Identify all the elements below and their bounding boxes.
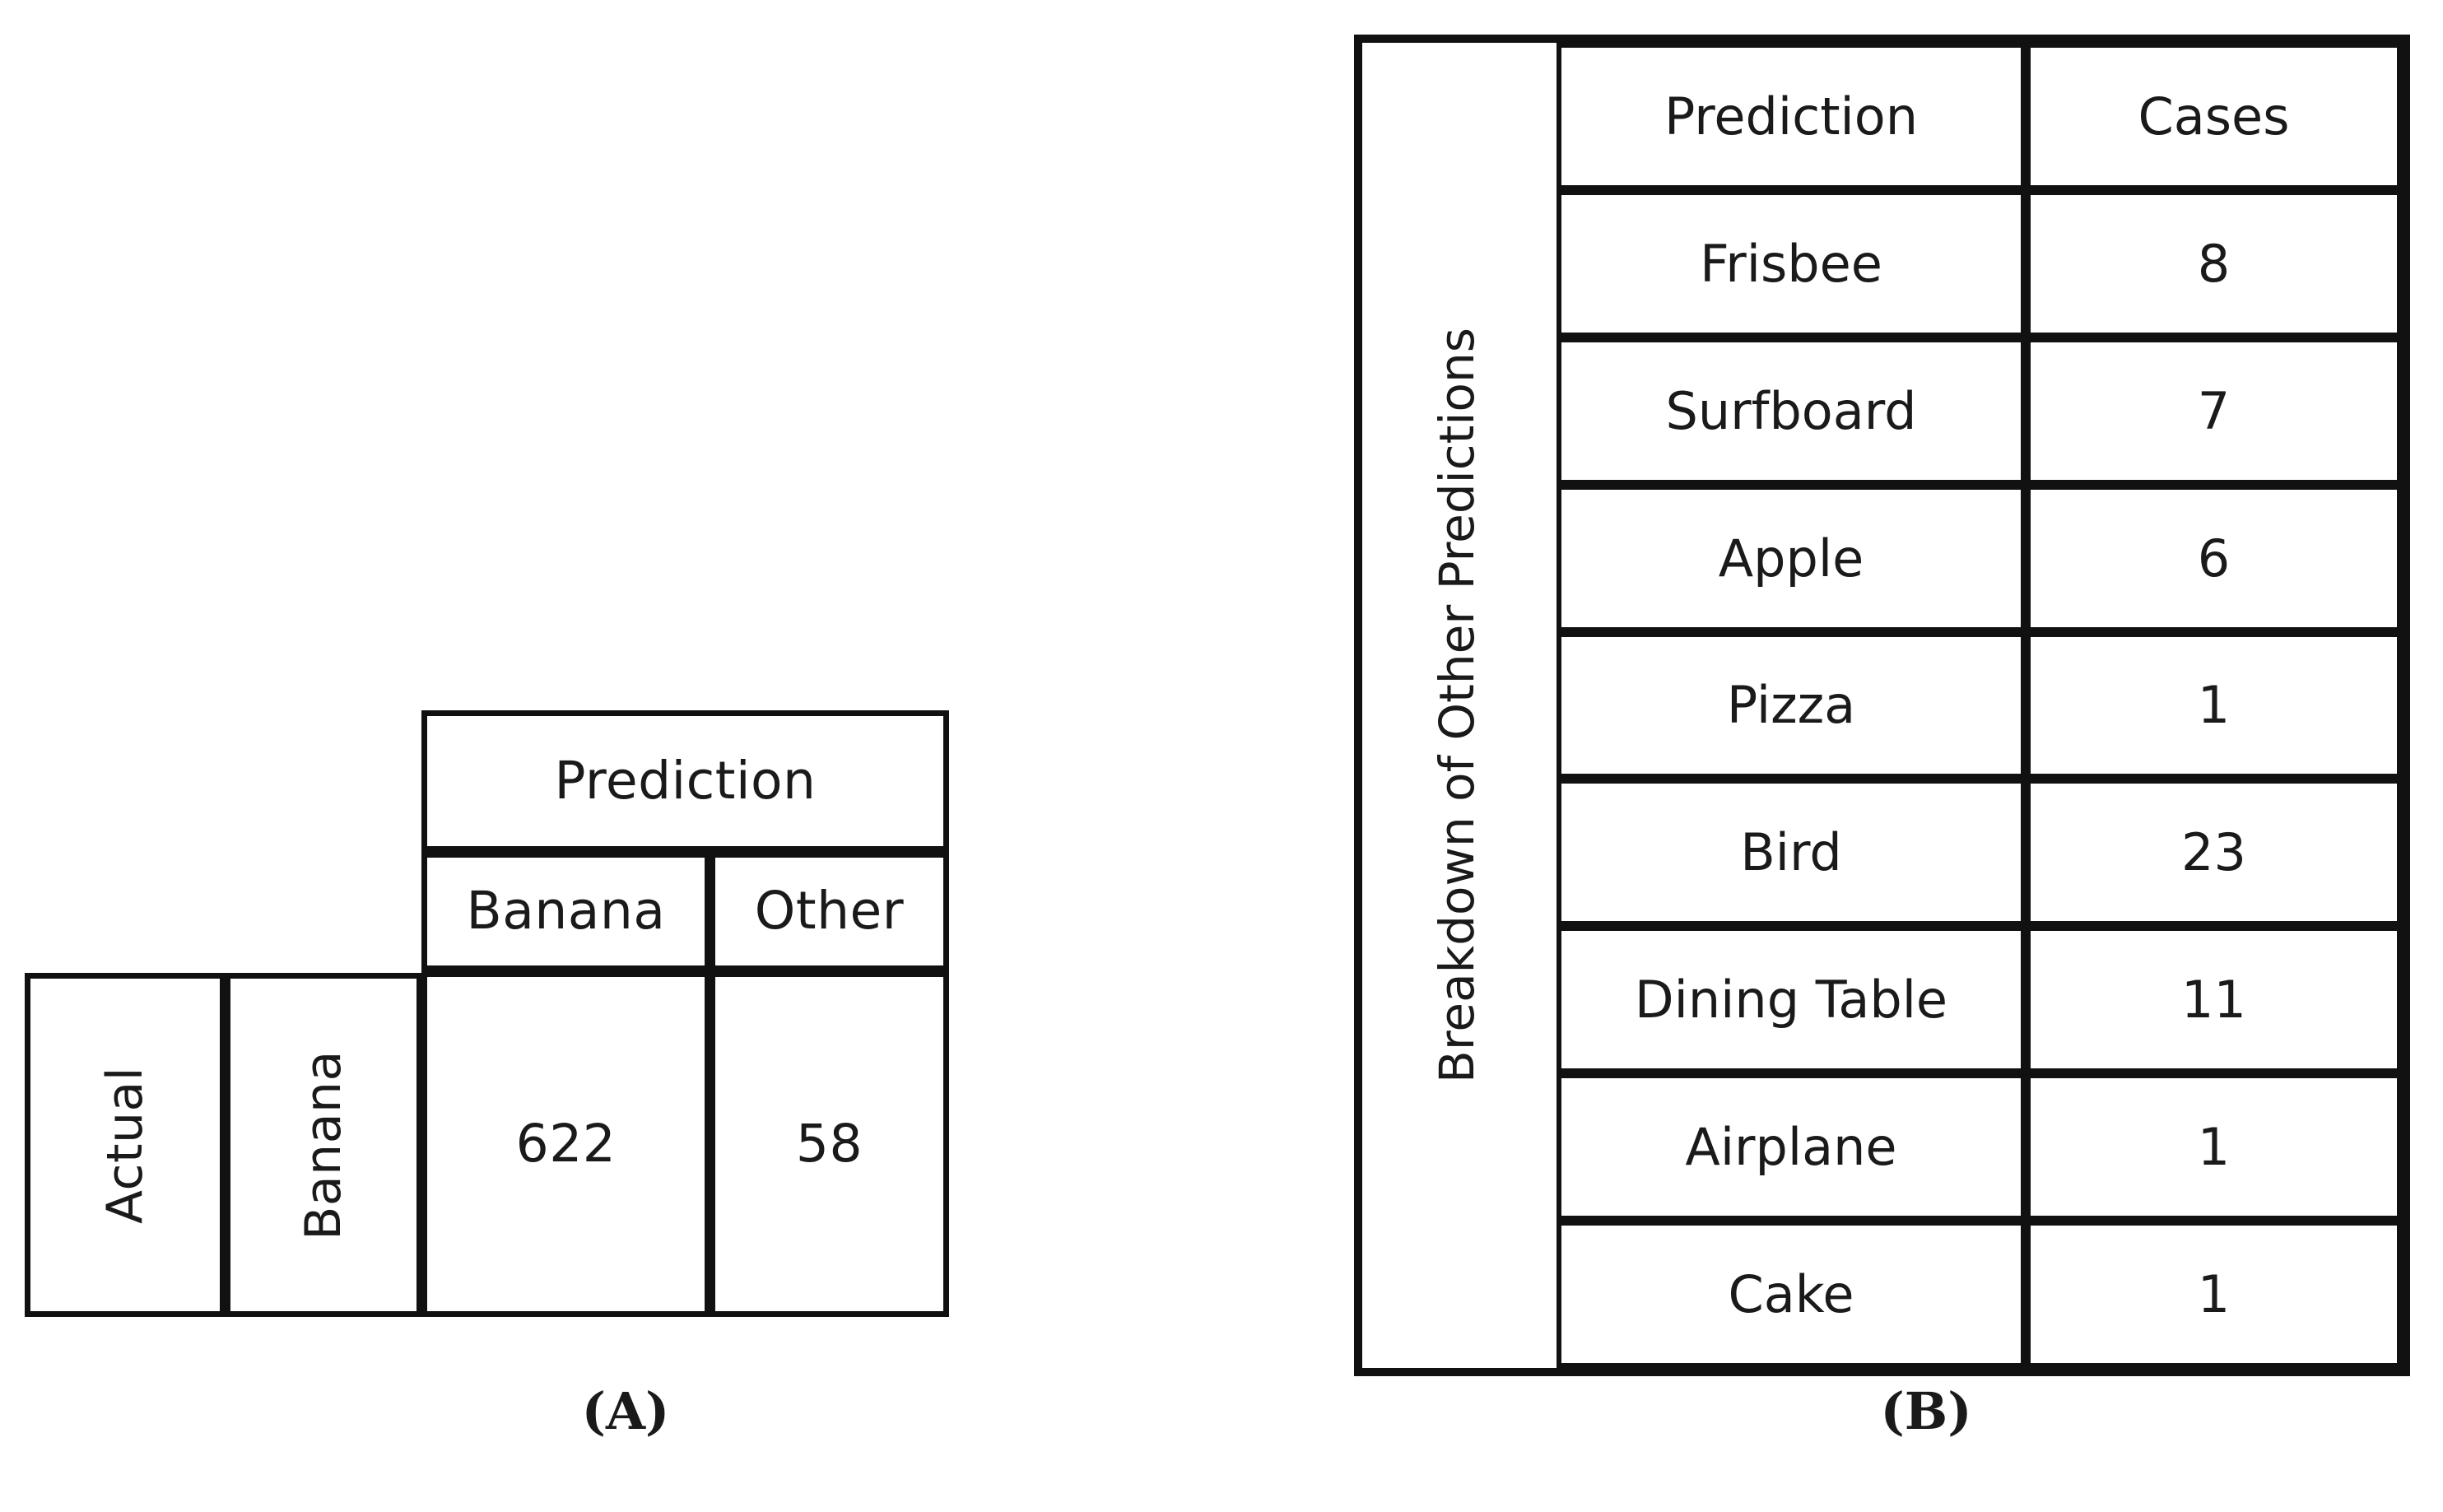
column-header-other-label: Other <box>754 881 905 942</box>
breakdown-header-prediction-label: Prediction <box>1664 86 1918 147</box>
cell-cases-value: 8 <box>2197 233 2231 294</box>
cell-prediction: Pizza <box>1557 631 2026 779</box>
cell-cases: 1 <box>2026 1221 2402 1368</box>
cell-actual-banana-pred-banana: 622 <box>421 971 710 1317</box>
cell-prediction-label: Cake <box>1728 1264 1854 1325</box>
cell-cases: 1 <box>2026 1073 2402 1221</box>
table-row: Surfboard 7 <box>1557 337 2402 485</box>
cell-prediction-label: Surfboard <box>1665 380 1917 441</box>
cell-prediction: Dining Table <box>1557 926 2026 1074</box>
row-header-banana: Banana <box>225 973 422 1317</box>
cell-prediction: Apple <box>1557 484 2026 632</box>
cell-cases: 7 <box>2026 337 2402 485</box>
breakdown-side-label-text: Breakdown of Other Predictions <box>1429 328 1486 1083</box>
cell-value-622: 622 <box>515 1113 617 1174</box>
table-row: Pizza 1 <box>1557 631 2402 779</box>
prediction-group-header-label: Prediction <box>554 750 817 811</box>
cell-prediction: Frisbee <box>1557 189 2026 337</box>
cell-prediction-label: Pizza <box>1726 675 1856 736</box>
cell-prediction-label: Dining Table <box>1634 970 1948 1030</box>
cell-cases: 1 <box>2026 631 2402 779</box>
breakdown-header-cases: Cases <box>2026 43 2402 190</box>
table-row: Apple 6 <box>1557 484 2402 632</box>
cell-cases-value: 6 <box>2197 528 2231 589</box>
column-header-other: Other <box>710 852 949 971</box>
cell-cases: 6 <box>2026 484 2402 632</box>
cell-cases: 11 <box>2026 926 2402 1074</box>
table-row: Airplane 1 <box>1557 1073 2402 1221</box>
cell-prediction-label: Apple <box>1718 528 1864 589</box>
breakdown-header-cases-label: Cases <box>2138 86 2290 147</box>
cell-cases-value: 1 <box>2197 675 2231 736</box>
cell-cases: 23 <box>2026 779 2402 927</box>
cell-cases-value: 1 <box>2197 1264 2231 1325</box>
breakdown-header-prediction: Prediction <box>1557 43 2026 190</box>
breakdown-header-row: Prediction Cases <box>1557 43 2402 190</box>
cell-actual-banana-pred-other: 58 <box>710 971 949 1317</box>
column-header-banana: Banana <box>421 852 710 971</box>
cell-prediction-label: Bird <box>1740 822 1842 883</box>
table-row: Bird 23 <box>1557 779 2402 927</box>
table-row: Dining Table 11 <box>1557 926 2402 1074</box>
cell-prediction-label: Airplane <box>1685 1117 1897 1178</box>
prediction-group-header: Prediction <box>421 710 949 852</box>
table-row: Cake 1 <box>1557 1221 2402 1368</box>
cell-cases-value: 11 <box>2181 970 2246 1030</box>
panel-a-confusion-matrix: Prediction Banana Other Actual Banana 62… <box>0 0 1070 1512</box>
column-header-banana-label: Banana <box>466 881 666 942</box>
cell-prediction-label: Frisbee <box>1700 233 1882 294</box>
cell-prediction: Cake <box>1557 1221 2026 1368</box>
cell-prediction: Bird <box>1557 779 2026 927</box>
cell-cases: 8 <box>2026 189 2402 337</box>
breakdown-side-label: Breakdown of Other Predictions <box>1362 43 1552 1368</box>
cell-prediction: Airplane <box>1557 1073 2026 1221</box>
cell-prediction: Surfboard <box>1557 337 2026 485</box>
cell-cases-value: 7 <box>2197 380 2231 441</box>
table-row: Frisbee 8 <box>1557 189 2402 337</box>
cell-cases-value: 23 <box>2181 822 2246 883</box>
actual-group-header: Actual <box>25 973 226 1317</box>
panel-a-caption: (A) <box>581 1381 670 1441</box>
cell-value-58: 58 <box>795 1113 863 1174</box>
cell-cases-value: 1 <box>2197 1117 2231 1178</box>
panel-b-caption: (B) <box>1880 1381 1972 1441</box>
